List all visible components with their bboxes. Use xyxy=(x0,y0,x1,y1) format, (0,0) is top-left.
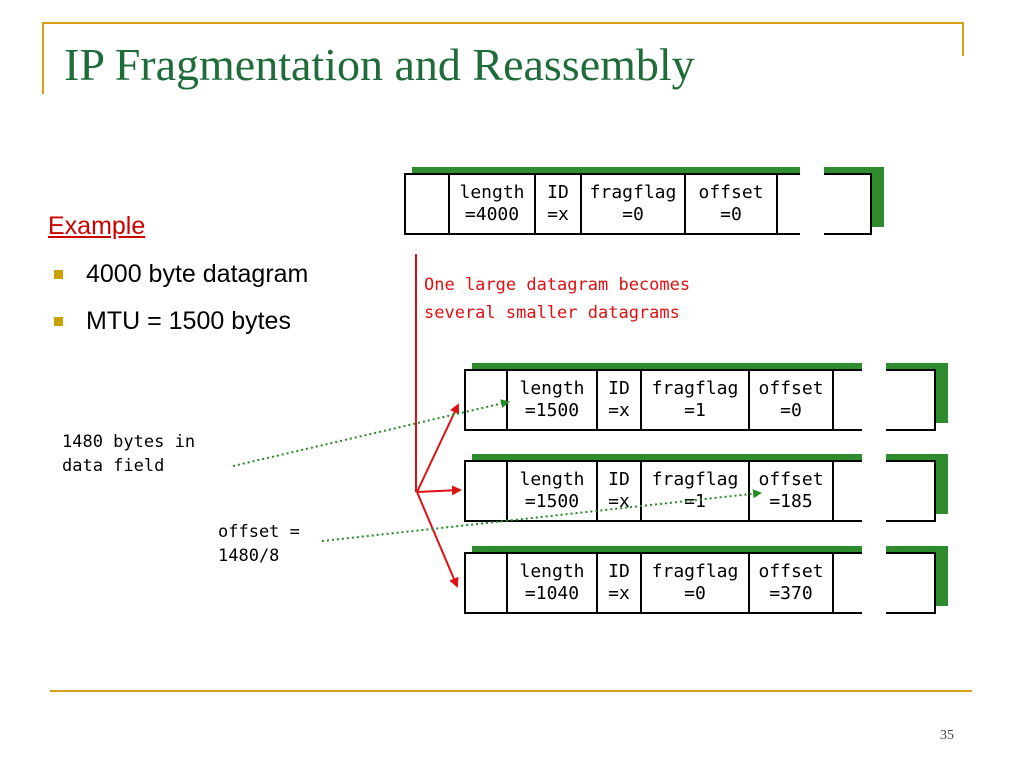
field-label: fragflag xyxy=(589,182,677,203)
field-label: ID xyxy=(608,561,630,582)
frame-right-rule xyxy=(962,22,964,56)
field-value: =1500 xyxy=(524,400,580,421)
bullet-mtu: MTU = 1500 bytes xyxy=(48,305,368,338)
fragflag-field: fragflag =1 xyxy=(642,462,750,520)
fragmentation-caption: One large datagram becomes several small… xyxy=(424,271,690,327)
arrow-to-fragment-1 xyxy=(416,403,460,493)
field-value: =0 xyxy=(622,204,644,225)
header-blank-cell xyxy=(466,462,508,520)
field-value: =0 xyxy=(720,204,742,225)
field-value: =1 xyxy=(684,491,706,512)
field-label: offset xyxy=(758,561,824,582)
field-label: ID xyxy=(608,378,630,399)
note-data-field: 1480 bytes in data field xyxy=(62,430,195,478)
footer-rule xyxy=(50,690,972,692)
field-value: =1500 xyxy=(524,491,580,512)
square-bullet-icon xyxy=(54,270,63,279)
bullet-text: 4000 byte datagram xyxy=(86,260,309,288)
bullet-text: MTU = 1500 bytes xyxy=(86,307,291,335)
id-field: ID =x xyxy=(598,554,642,612)
length-field: length =1500 xyxy=(508,371,598,429)
fragflag-field: fragflag =0 xyxy=(642,554,750,612)
offset-field: offset =0 xyxy=(686,175,778,233)
length-field: length =1500 xyxy=(508,462,598,520)
field-label: fragflag xyxy=(651,469,739,490)
bullet-datagram-size: 4000 byte datagram xyxy=(48,258,368,291)
field-label: offset xyxy=(758,378,824,399)
field-label: length xyxy=(519,561,585,582)
arrow-to-fragment-3 xyxy=(416,491,459,588)
field-label: length xyxy=(459,182,525,203)
id-field: ID =x xyxy=(598,371,642,429)
note-line: offset = xyxy=(218,522,300,542)
arrow-to-fragment-2 xyxy=(416,485,462,496)
fragment-body: length =1500 ID =x fragflag =1 offset =0 xyxy=(464,369,936,431)
caption-line: One large datagram becomes xyxy=(424,275,691,295)
square-bullet-icon xyxy=(54,317,63,326)
header-blank-cell xyxy=(466,554,508,612)
fragflag-field: fragflag =1 xyxy=(642,371,750,429)
id-field: ID =x xyxy=(598,462,642,520)
field-label: offset xyxy=(698,182,764,203)
field-label: length xyxy=(519,469,585,490)
caption-line: several smaller datagrams xyxy=(424,303,680,323)
field-value: =x xyxy=(547,204,569,225)
datagram-notch xyxy=(800,167,824,235)
field-value: =4000 xyxy=(464,204,520,225)
field-value: =185 xyxy=(769,491,813,512)
field-value: =0 xyxy=(780,400,802,421)
datagram-body: length =4000 ID =x fragflag =0 offset =0 xyxy=(404,173,872,235)
fragment-body: length =1040 ID =x fragflag =0 offset =3… xyxy=(464,552,936,614)
offset-field: offset =0 xyxy=(750,371,834,429)
example-heading: Example xyxy=(48,212,146,240)
field-value: =1 xyxy=(684,400,706,421)
field-value: =x xyxy=(608,583,630,604)
id-field: ID =x xyxy=(536,175,582,233)
bullet-list: 4000 byte datagram MTU = 1500 bytes xyxy=(48,258,368,352)
fragment-notch xyxy=(862,363,886,431)
note-line: 1480 bytes in xyxy=(62,432,196,452)
field-label: length xyxy=(519,378,585,399)
field-label: ID xyxy=(608,469,630,490)
header-blank-cell xyxy=(406,175,450,233)
fragment-notch xyxy=(862,546,886,614)
note-offset-calc: offset = 1480/8 xyxy=(218,520,300,568)
fragflag-field: fragflag =0 xyxy=(582,175,686,233)
frame-top-rule xyxy=(42,22,964,24)
slide-title: IP Fragmentation and Reassembly xyxy=(64,39,695,90)
fragment-notch xyxy=(862,454,886,522)
fragment-body: length =1500 ID =x fragflag =1 offset =1… xyxy=(464,460,936,522)
field-value: =x xyxy=(608,400,630,421)
slide-number: 35 xyxy=(940,728,954,743)
field-value: =x xyxy=(608,491,630,512)
length-field: length =1040 xyxy=(508,554,598,612)
field-value: =370 xyxy=(769,583,813,604)
field-value: =1040 xyxy=(524,583,580,604)
offset-field: offset =185 xyxy=(750,462,834,520)
field-label: ID xyxy=(547,182,569,203)
field-label: fragflag xyxy=(651,561,739,582)
field-value: =0 xyxy=(684,583,706,604)
note-line: data field xyxy=(62,456,165,476)
length-field: length =4000 xyxy=(450,175,536,233)
field-label: fragflag xyxy=(651,378,739,399)
pointer-offset-value xyxy=(321,489,762,542)
frame-left-rule xyxy=(42,22,44,94)
offset-field: offset =370 xyxy=(750,554,834,612)
field-label: offset xyxy=(758,469,824,490)
pointer-data-field xyxy=(232,399,510,467)
note-line: 1480/8 xyxy=(218,546,280,566)
